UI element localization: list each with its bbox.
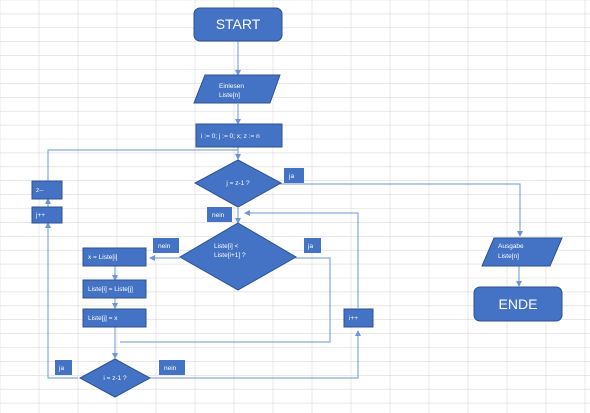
- ja-bottom-tag: [55, 360, 72, 375]
- j-increment-label: j++: [35, 212, 45, 219]
- nein-left-label: nein: [158, 243, 171, 250]
- swap-step-2: [82, 279, 147, 299]
- connector-ja-jinc: [45, 222, 78, 379]
- ja-right-tag: [304, 238, 321, 253]
- connector-iinc-loop: [244, 210, 359, 308]
- init-process: [195, 123, 283, 148]
- swap-step-2-label: Liste[i] = Liste[j]: [88, 286, 133, 293]
- start-terminator: [193, 7, 283, 42]
- output-label-line2: Liste[n]: [498, 253, 519, 260]
- decision-compare: [179, 222, 297, 291]
- ja-top-label: ja: [288, 173, 294, 180]
- decision-compare-label-line1: Liste[i] <: [214, 243, 239, 250]
- i-increment-box: [343, 308, 374, 328]
- ja-right-label: ja: [307, 243, 313, 250]
- j-increment-box: [31, 206, 63, 224]
- connector-ja-output: [280, 183, 523, 237]
- z-decrement-box: [31, 180, 63, 200]
- init-label: i := 0; j := 0; x; z := n: [201, 133, 260, 140]
- ja-top-tag: [284, 168, 304, 183]
- i-increment-label: i++: [349, 315, 358, 322]
- nein-bottom-label: nein: [164, 365, 177, 372]
- start-label: START: [216, 16, 261, 32]
- output-label-line1: Ausgabe: [498, 243, 524, 250]
- nein-top-label: nein: [212, 212, 225, 219]
- output-parallelogram: [481, 237, 563, 267]
- connectors: [45, 41, 523, 379]
- decision-i: [78, 358, 152, 398]
- decision-compare-label-line2: Liste[i+1] ?: [214, 252, 246, 259]
- nein-left-tag: [153, 238, 179, 253]
- decision-j: [193, 159, 283, 208]
- decision-i-label: i = z-1 ?: [103, 375, 127, 382]
- end-label: ENDE: [499, 296, 538, 312]
- decision-j-label: j = z-1 ?: [225, 180, 250, 187]
- connector-zdec-loop: [47, 149, 238, 181]
- swap-step-1-label: x = Liste[i]: [88, 254, 118, 261]
- end-terminator: [473, 286, 563, 322]
- swap-step-1: [82, 247, 147, 267]
- ja-bottom-label: ja: [58, 365, 64, 372]
- swap-step-3-label: Liste[j] = x: [88, 315, 118, 322]
- nein-bottom-tag: [159, 360, 185, 375]
- swap-step-3: [82, 308, 147, 328]
- input-parallelogram: [193, 74, 281, 104]
- z-decrement-label: z--: [36, 187, 44, 194]
- connector-nein-iinc: [150, 330, 361, 379]
- input-label-line1: Einlesen: [219, 83, 244, 90]
- nein-top-tag: [207, 207, 232, 222]
- connector-ja-right: [120, 257, 331, 343]
- input-label-line2: Liste[n]: [219, 92, 240, 99]
